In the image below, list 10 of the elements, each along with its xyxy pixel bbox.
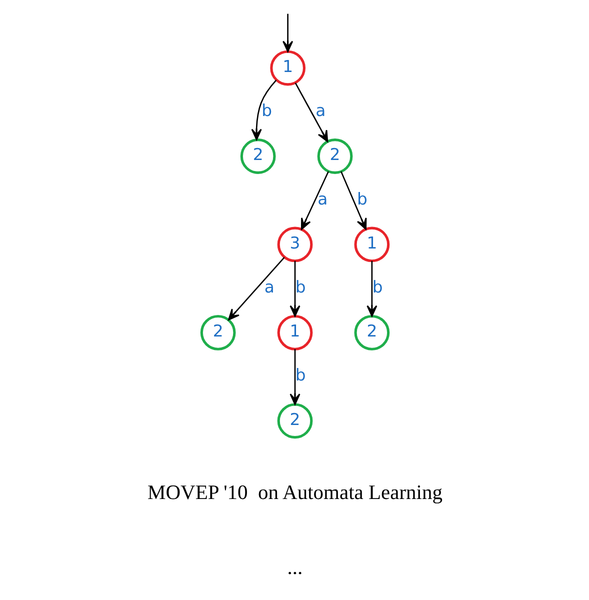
edge-label: a <box>317 189 328 208</box>
edge-label: a <box>315 101 326 120</box>
edge-label: b <box>356 189 367 208</box>
label: MOVEP '10 on Automata Learning <box>146 482 442 504</box>
label: ... <box>286 556 302 579</box>
edge-label: b <box>261 101 272 120</box>
edge-label: a <box>264 277 274 296</box>
edge-label: b <box>372 277 382 296</box>
edge-label: b <box>294 366 306 385</box>
edge-label: b <box>294 277 306 296</box>
